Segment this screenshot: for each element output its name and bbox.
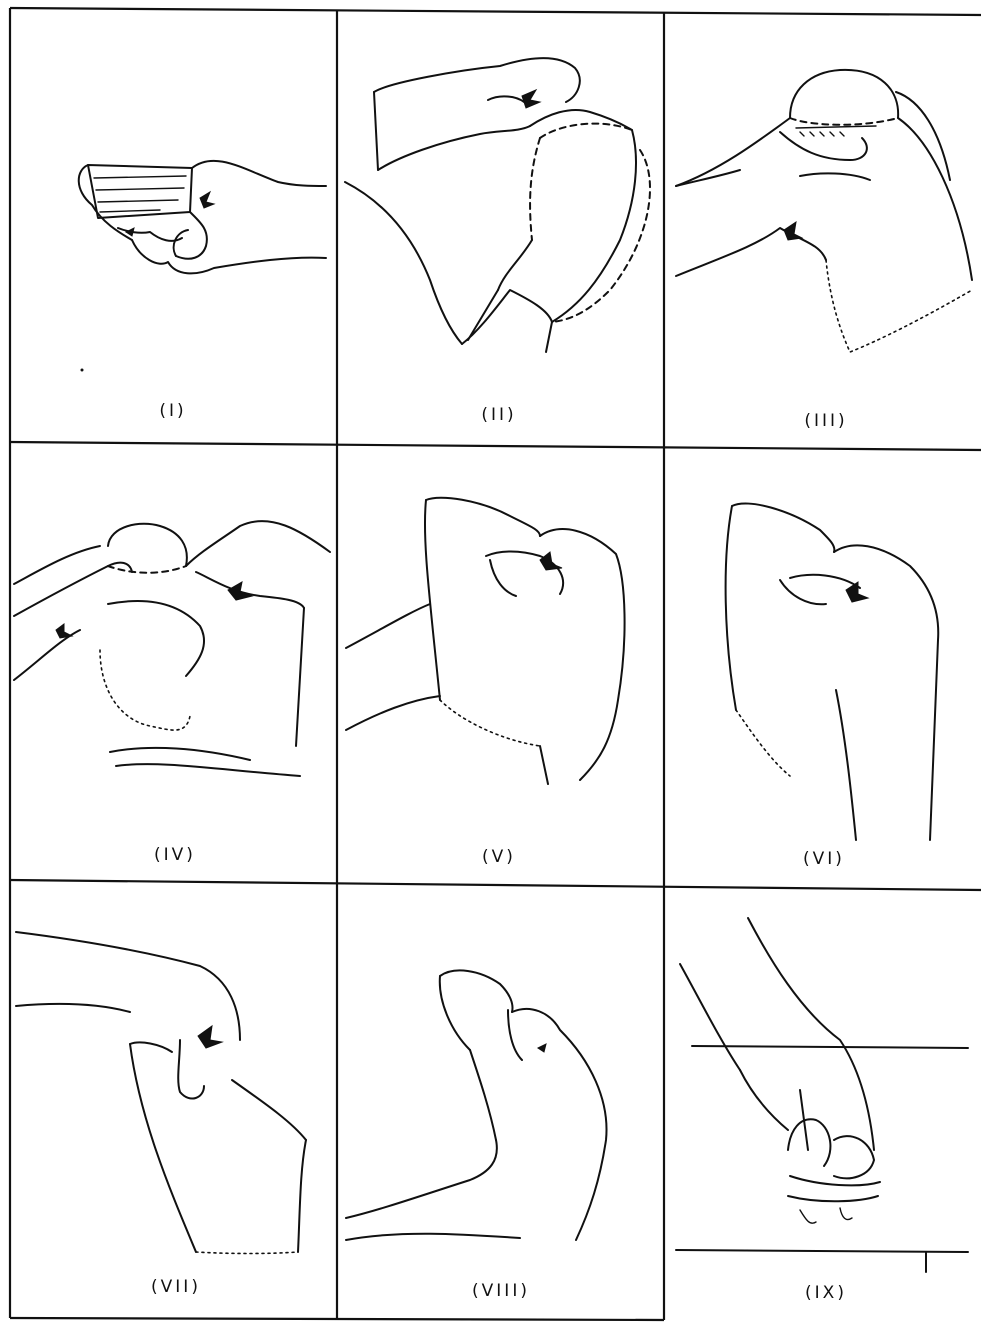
label-panel-8: (VIII) xyxy=(472,1281,530,1301)
panel-6-shaping-cone xyxy=(726,503,939,840)
panel-3-cloth-over-fingers xyxy=(676,70,972,352)
label-panel-9: (IX) xyxy=(805,1283,847,1303)
label-panel-1: (I) xyxy=(159,401,186,421)
panel-4-two-hands-shaping xyxy=(14,521,330,776)
label-panel-6: (VI) xyxy=(803,849,845,869)
label-panel-7: (VII) xyxy=(151,1277,201,1297)
panel-7-hand-pressing xyxy=(16,932,306,1254)
panel-1-hand-holding-block xyxy=(79,161,326,372)
label-panel-4: (IV) xyxy=(154,845,196,865)
panel-2-lifting-cloth xyxy=(345,58,650,352)
panel-5-hand-in-cone xyxy=(346,498,625,784)
label-panel-2: (II) xyxy=(481,405,516,425)
panel-9-pressing-into-mould xyxy=(676,918,968,1272)
label-panel-3: (III) xyxy=(804,411,847,431)
panel-labels: (I) (II) (III) (IV) (V) (VI) (VII) (VIII… xyxy=(151,401,848,1303)
label-panel-5: (V) xyxy=(482,847,516,867)
panel-8-gripping-cone xyxy=(346,970,607,1240)
panel-grid xyxy=(10,8,981,1320)
